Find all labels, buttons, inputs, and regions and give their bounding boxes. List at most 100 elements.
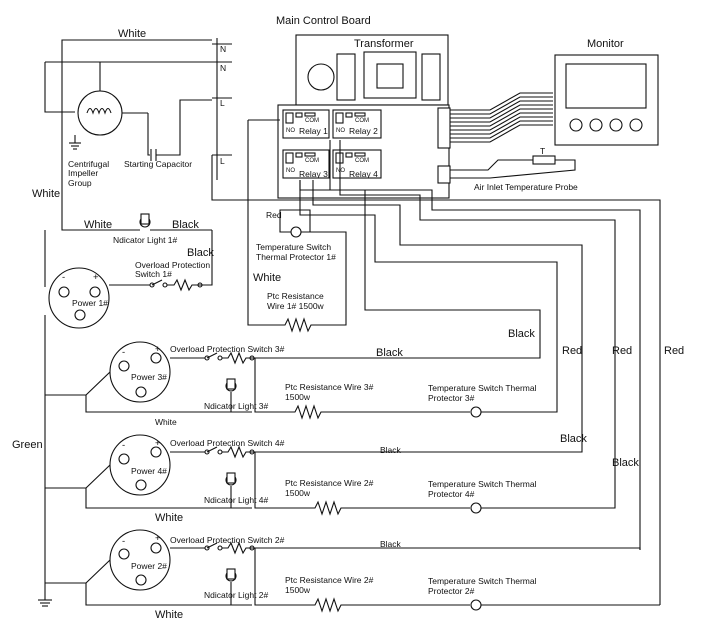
air-inlet-probe: T Air Inlet Temperature Probe — [450, 146, 578, 192]
relay-3-com: COM — [305, 158, 319, 164]
temp-3-label-1: Temperature Switch Thermal — [428, 383, 537, 393]
wire-red-3: Red — [664, 345, 684, 357]
relay-4-label: Relay 4 — [349, 169, 378, 179]
relay-1-label: Relay 1 — [299, 126, 328, 136]
temp-2-label-1: Temperature Switch Thermal — [428, 576, 537, 586]
svg-text:-: - — [122, 536, 125, 547]
svg-text:-: - — [122, 347, 125, 358]
ptc-3-label-1: Ptc Resistance Wire 3# — [285, 382, 374, 392]
temp-switch-1-label-2: Thermal Protector 1# — [256, 252, 336, 262]
relay-3: NO COM Relay 3 — [282, 149, 330, 179]
probe-connector — [437, 165, 451, 184]
main-control-board: Main Control Board Transformer NO COM Re… — [212, 15, 451, 199]
ptc-3-label-2: 1500w — [285, 392, 311, 402]
svg-text:+: + — [155, 438, 161, 449]
power-1 — [48, 267, 110, 329]
relay-1: NO COM Relay 1 — [282, 109, 330, 139]
indicator-light-1-label: Ndicator Light 1# — [113, 235, 178, 245]
wire-white-mid: White — [84, 219, 112, 231]
relay-2: NO COM Relay 2 — [332, 109, 382, 139]
wire-red-2: Red — [612, 345, 632, 357]
relay-3-label: Relay 3 — [299, 169, 328, 179]
relay-4: NO COM Relay 4 — [332, 149, 382, 179]
relay-4-com: COM — [355, 158, 369, 164]
monitor-label: Monitor — [587, 38, 624, 50]
fan-label-3: Group — [68, 178, 92, 188]
relay-4-no: NO — [336, 168, 345, 174]
power-1-label: Power 1# — [72, 298, 108, 308]
overload-3-label: Overload Protection Switch 3# — [170, 344, 285, 354]
ptc-2-label-2: 1500w — [285, 585, 311, 595]
temp-3-label-2: Protector 3# — [428, 393, 475, 403]
ptc-1-label-1: Ptc Resistance — [267, 291, 324, 301]
wire-green: Green — [12, 439, 43, 451]
temp-2-label-2: Protector 2# — [428, 586, 475, 596]
transformer-core-inner — [376, 63, 404, 89]
transformer-core-left — [336, 53, 356, 101]
svg-text:+: + — [155, 533, 161, 544]
relay-3-no: NO — [286, 168, 295, 174]
ptc-4-label-2: 1500w — [285, 488, 311, 498]
indicator-light-3-label: Ndicator Light 3# — [204, 401, 269, 411]
relay-1-com: COM — [305, 118, 319, 124]
probe-t-label: T — [540, 146, 545, 156]
wire-black-mid: Black — [172, 219, 199, 231]
relay-1-black — [299, 180, 541, 345]
wire-red-probe: Red — [266, 210, 282, 220]
wire-white-4: White — [155, 512, 183, 524]
relay-4-feed — [312, 180, 583, 440]
monitor: Monitor — [554, 38, 659, 146]
power-2 — [109, 529, 171, 591]
overload-4-label: Overload Protection Switch 4# — [170, 438, 285, 448]
terminal-n2: N — [220, 63, 226, 73]
svg-text:+: + — [93, 272, 99, 283]
relay-1-no: NO — [286, 128, 295, 134]
wire-black-5: Black — [380, 539, 402, 549]
fan-label-1: Centrifugal — [68, 159, 109, 169]
wire-red-1: Red — [562, 345, 582, 357]
temp-switch-1-label-1: Temperature Switch — [256, 242, 331, 252]
overload-1-label-2: Switch 1# — [135, 269, 172, 279]
starting-capacitor-label: Starting Capacitor — [124, 159, 192, 169]
relay-2-no: NO — [336, 128, 345, 134]
transformer-label: Transformer — [354, 38, 414, 50]
wire-black-right: Black — [187, 247, 214, 259]
wire-black-1: Black — [508, 328, 535, 340]
monitor-ribbon-cable — [450, 92, 553, 143]
temp-4-label-2: Protector 4# — [428, 489, 475, 499]
unit-3: - + Power 3# Overload Protection Switch … — [45, 341, 558, 427]
transformer-coil-circle — [307, 63, 335, 91]
indicator-light-4-label: Ndicator Light 4# — [204, 495, 269, 505]
ptc-2-label-1: Ptc Resistance Wire 2# — [285, 575, 374, 585]
unit-4: - + Power 4# Overload Protection Switch … — [45, 434, 616, 524]
overload-2-label: Overload Protection Switch 2# — [170, 535, 285, 545]
terminal-n1: N — [220, 44, 226, 54]
wire-black-4: Black — [612, 457, 639, 469]
relay-2-label: Relay 2 — [349, 126, 378, 136]
fan-label-2: Impeller — [68, 168, 98, 178]
wire-black-3: Black — [376, 347, 403, 359]
wire-white-3: White — [155, 417, 177, 427]
ptc-1-label-2: Wire 1# 1500w — [267, 301, 325, 311]
svg-text:-: - — [122, 440, 125, 451]
terminal-l2: L — [220, 156, 225, 166]
power-4 — [109, 434, 171, 496]
relay-2-feed — [329, 140, 641, 550]
fan-group: White Centrifugal Impeller Group Startin… — [32, 28, 212, 200]
svg-text:-: - — [62, 272, 65, 283]
power-2-label: Power 2# — [131, 561, 167, 571]
ptc-4-label-1: Ptc Resistance Wire 2# — [285, 478, 374, 488]
overload-1-label-1: Overload Protection — [135, 260, 210, 270]
monitor-connector — [437, 107, 451, 149]
probe-label: Air Inlet Temperature Probe — [474, 182, 578, 192]
wire-white-top: White — [118, 28, 146, 40]
relay-1-feed — [299, 180, 558, 360]
terminal-l1: L — [220, 98, 225, 108]
svg-text:+: + — [155, 344, 161, 355]
main-l-wire — [211, 155, 661, 605]
unit-2: - + Power 2# Overload Protection Switch … — [45, 529, 660, 621]
transformer-core-right — [421, 53, 441, 101]
temp-4-label-1: Temperature Switch Thermal — [428, 479, 537, 489]
wire-white-ptc: White — [253, 272, 281, 284]
